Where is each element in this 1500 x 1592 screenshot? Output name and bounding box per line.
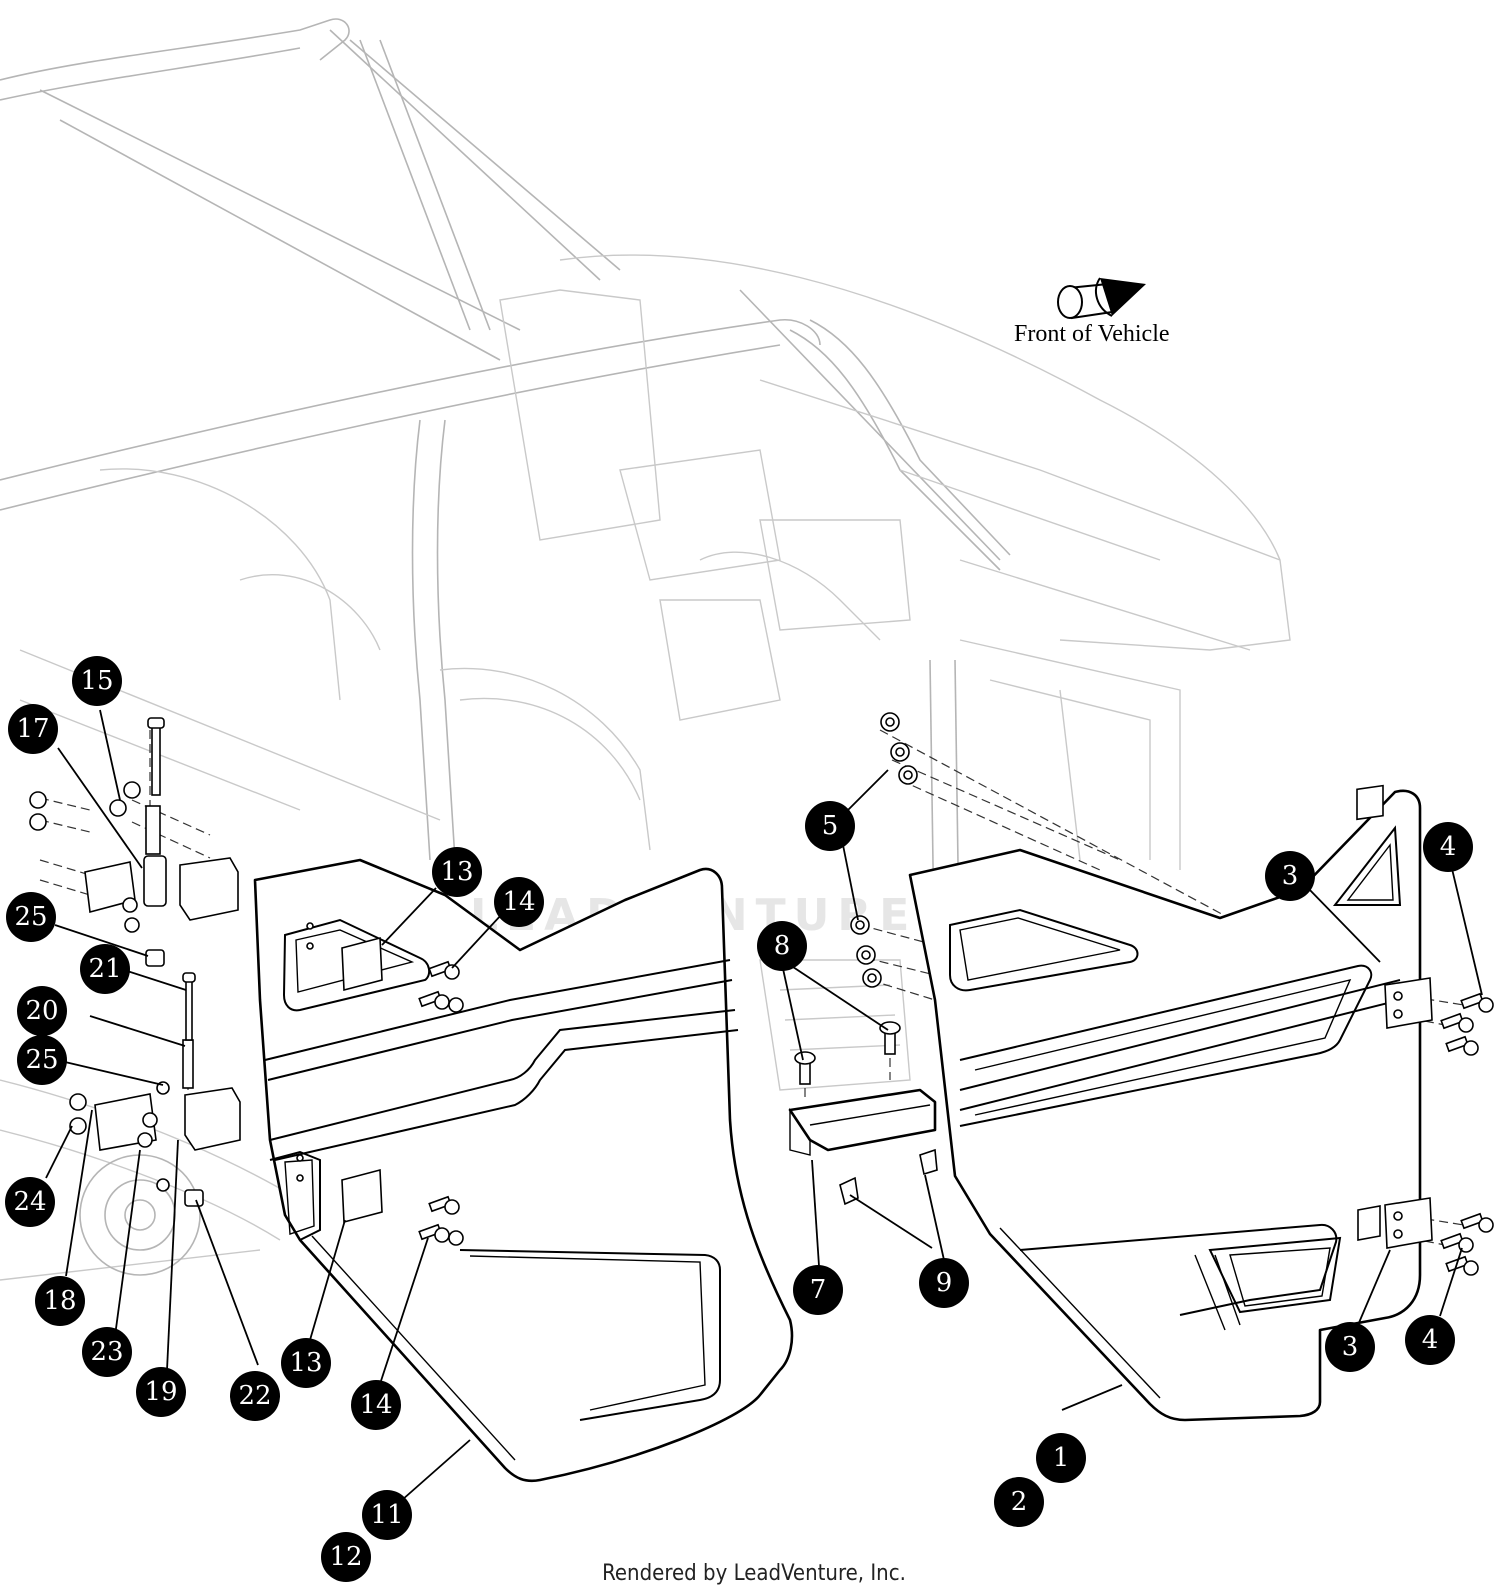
callouts: 1 2 3 3 4 4 5 7	[5, 656, 1473, 1582]
front-arrow-icon	[1057, 277, 1146, 320]
rear-door-bolts	[418, 960, 464, 1246]
callout-9: 9	[919, 1258, 969, 1308]
svg-text:25: 25	[14, 902, 47, 932]
callout-1: 1	[1036, 1433, 1086, 1483]
svg-text:17: 17	[16, 714, 49, 744]
svg-text:25: 25	[25, 1045, 58, 1075]
callout-17: 17	[8, 704, 58, 754]
callout-18: 18	[35, 1276, 85, 1326]
callout-3-upper: 3	[1265, 851, 1315, 901]
svg-text:21: 21	[88, 954, 121, 984]
callout-14-upper: 14	[494, 877, 544, 927]
callout-23: 23	[82, 1327, 132, 1377]
callout-15: 15	[72, 656, 122, 706]
svg-text:3: 3	[1282, 861, 1299, 891]
callout-4-upper: 4	[1423, 822, 1473, 872]
svg-text:4: 4	[1440, 832, 1457, 862]
rear-door-hinge-plates	[296, 922, 383, 1224]
svg-text:18: 18	[43, 1286, 76, 1316]
callout-7: 7	[793, 1265, 843, 1315]
callout-19: 19	[136, 1367, 186, 1417]
callout-5: 5	[805, 801, 855, 851]
front-door-nuts	[850, 712, 918, 988]
callout-25-lower: 25	[17, 1035, 67, 1085]
svg-text:14: 14	[502, 887, 535, 917]
callout-22: 22	[230, 1371, 280, 1421]
svg-text:13: 13	[440, 857, 473, 887]
svg-text:19: 19	[144, 1377, 177, 1407]
upper-hinge-assembly	[29, 717, 239, 967]
svg-text:8: 8	[774, 931, 791, 961]
svg-text:22: 22	[238, 1381, 271, 1411]
svg-text:11: 11	[370, 1500, 403, 1530]
svg-text:4: 4	[1422, 1325, 1439, 1355]
callout-13-upper: 13	[432, 847, 482, 897]
callout-20: 20	[17, 986, 67, 1036]
callout-8: 8	[757, 921, 807, 971]
svg-text:2: 2	[1011, 1487, 1028, 1517]
svg-text:12: 12	[329, 1542, 362, 1572]
callout-21: 21	[80, 944, 130, 994]
callout-24: 24	[5, 1177, 55, 1227]
svg-text:7: 7	[810, 1275, 827, 1305]
callout-3-lower: 3	[1325, 1322, 1375, 1372]
svg-text:9: 9	[936, 1268, 953, 1298]
svg-text:5: 5	[822, 811, 839, 841]
callout-12: 12	[321, 1532, 371, 1582]
svg-text:13: 13	[289, 1348, 322, 1378]
front-door-panel	[908, 789, 1422, 1422]
callout-13-lower: 13	[281, 1338, 331, 1388]
rear-door-panel	[253, 858, 794, 1483]
svg-text:20: 20	[25, 996, 58, 1026]
svg-text:23: 23	[90, 1337, 123, 1367]
front-door-bolts	[1440, 992, 1494, 1276]
leader-lines	[45, 709, 1483, 1501]
callout-4-lower: 4	[1405, 1315, 1455, 1365]
front-door-lower-hinge-plate	[1357, 1197, 1433, 1249]
callout-14-lower: 14	[351, 1380, 401, 1430]
lower-hinge-assembly	[69, 972, 241, 1207]
svg-text:24: 24	[13, 1187, 46, 1217]
svg-text:14: 14	[359, 1390, 392, 1420]
front-door-upper-hinge-plate	[1356, 784, 1433, 1029]
callout-2: 2	[994, 1477, 1044, 1527]
footer-credit: Rendered by LeadVenture, Inc.	[602, 1561, 906, 1586]
callout-11: 11	[362, 1490, 412, 1540]
svg-text:15: 15	[80, 666, 113, 696]
front-of-vehicle-label: Front of Vehicle	[1014, 321, 1170, 347]
svg-text:3: 3	[1342, 1332, 1359, 1362]
striker-bracket	[788, 1021, 938, 1206]
svg-text:1: 1	[1053, 1443, 1070, 1473]
callout-25-upper: 25	[6, 892, 56, 942]
